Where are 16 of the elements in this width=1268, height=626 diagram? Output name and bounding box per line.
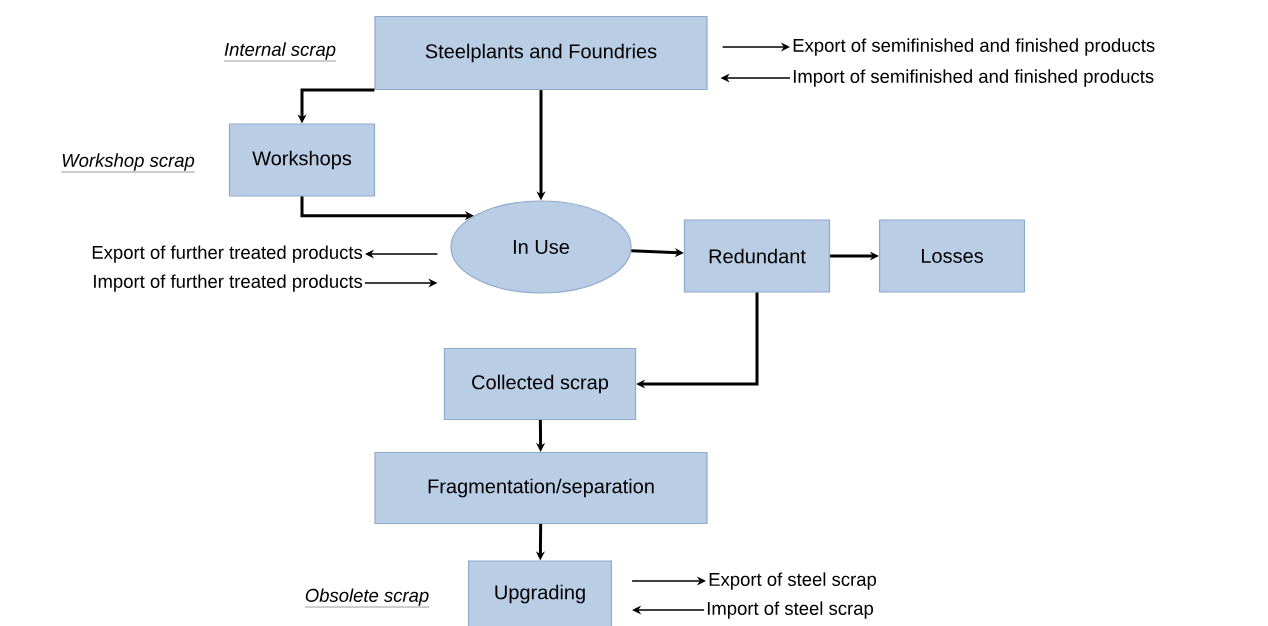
flow-text: Export of semifinished and finished products	[793, 38, 1155, 56]
process-box: Fragmentation/separation	[374, 451, 708, 525]
process-box: Losses	[878, 219, 1026, 293]
flow-text: Export of steel scrap	[709, 572, 877, 590]
scrap-label: Internal scrap	[223, 42, 337, 62]
flow-text: Export of further treated products	[92, 245, 363, 263]
flow-text: Import of further treated products	[94, 274, 363, 292]
flow-text: Import of steel scrap	[707, 601, 873, 619]
process-box: Collected scrap	[443, 347, 637, 421]
process-box: Upgrading	[467, 560, 613, 626]
process-box: Redundant	[683, 219, 831, 293]
flow-text: Import of semifinished and finished products	[793, 69, 1154, 87]
process-box: Workshops	[228, 123, 376, 197]
scrap-label: Obsolete scrap	[304, 588, 430, 608]
process-box: Steelplants and Foundries	[374, 15, 708, 91]
scrap-label: Workshop scrap	[60, 153, 196, 173]
